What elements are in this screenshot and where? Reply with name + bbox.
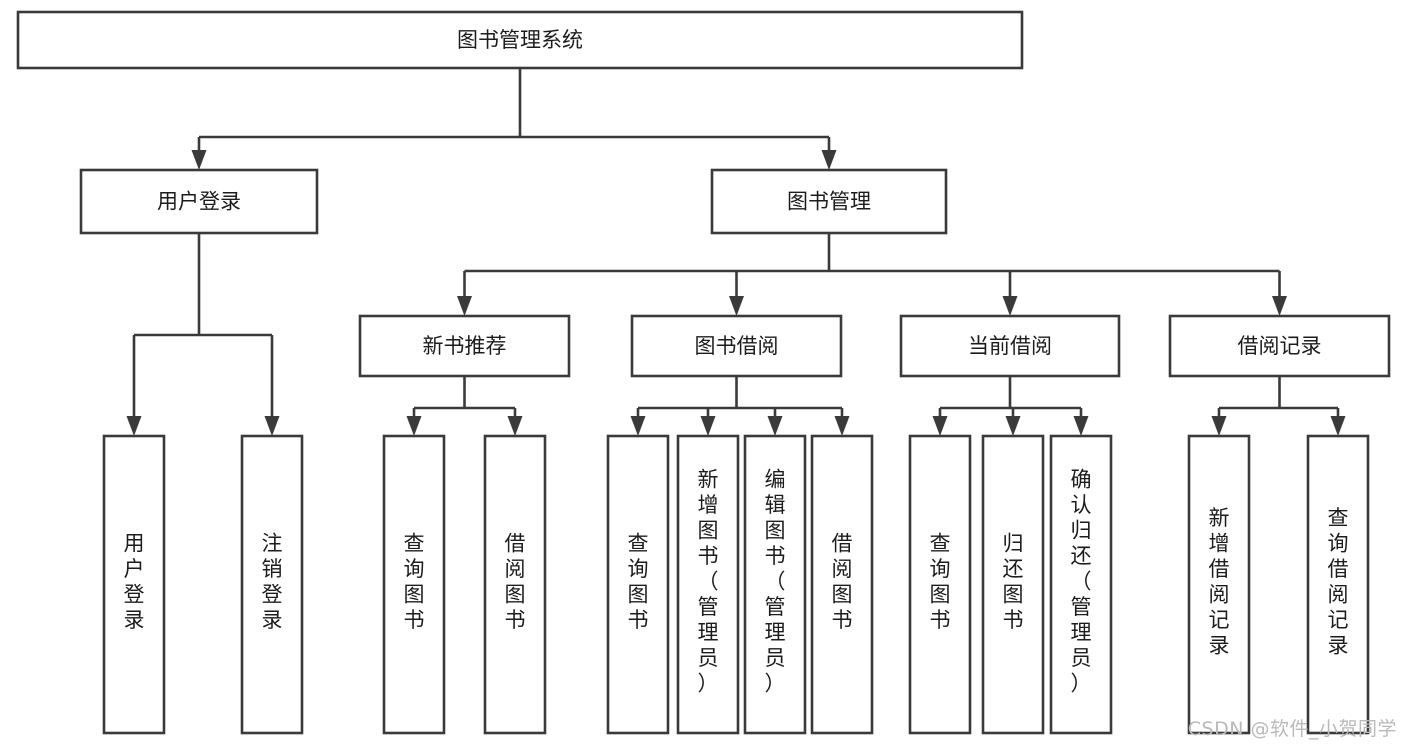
node-leaf-borrow-book-1-label: 借阅图书 [505, 531, 526, 632]
node-leaf-query-record[interactable]: 查询借阅记录 [1306, 434, 1370, 735]
node-root-system-box[interactable] [16, 10, 1024, 70]
node-leaf-query-book-3-label: 查询图书 [930, 531, 951, 632]
node-leaf-user-login[interactable]: 用户登录 [102, 434, 166, 735]
node-leaf-add-record-box[interactable] [1187, 434, 1251, 735]
node-leaf-query-book-2-box[interactable] [606, 434, 670, 735]
node-borrow-record[interactable]: 借阅记录 [1168, 314, 1391, 378]
node-leaf-borrow-book-1-box[interactable] [483, 434, 547, 735]
node-leaf-borrow-book-2-box[interactable] [810, 434, 874, 735]
node-leaf-add-book[interactable]: 新增图书（管理员） [676, 434, 740, 735]
node-leaf-confirm-return-label: 确认归还（管理员） [1071, 468, 1092, 696]
node-leaf-add-book-box[interactable] [676, 434, 740, 735]
node-user-login-box[interactable] [79, 168, 319, 235]
node-leaf-query-record-label: 查询借阅记录 [1328, 506, 1349, 658]
node-leaf-logout-login-box[interactable] [240, 434, 304, 735]
node-leaf-borrow-book-2-label: 借阅图书 [832, 531, 853, 632]
node-borrow-record-box[interactable] [1168, 314, 1391, 378]
node-leaf-logout-login[interactable]: 注销登录 [240, 434, 304, 735]
node-new-book-recommend[interactable]: 新书推荐 [358, 314, 571, 378]
node-root-system[interactable]: 图书管理系统 [16, 10, 1024, 70]
node-leaf-query-book-3[interactable]: 查询图书 [908, 434, 972, 735]
node-user-login[interactable]: 用户登录 [79, 168, 319, 235]
csdn-watermark: CSDN @软件_小贺同学 [1187, 718, 1397, 740]
node-leaf-add-book-label: 新增图书（管理员） [698, 468, 719, 696]
node-leaf-query-book-1-box[interactable] [382, 434, 446, 735]
node-leaf-query-book-1-label: 查询图书 [404, 531, 425, 632]
node-leaf-confirm-return[interactable]: 确认归还（管理员） [1049, 434, 1113, 735]
node-leaf-return-book[interactable]: 归还图书 [981, 434, 1045, 735]
node-leaf-user-login-label: 用户登录 [124, 531, 145, 632]
node-current-borrow[interactable]: 当前借阅 [899, 314, 1121, 378]
node-leaf-edit-book-box[interactable] [743, 434, 807, 735]
node-user-login-label: 用户登录 [157, 190, 241, 214]
node-new-book-recommend-label: 新书推荐 [423, 334, 507, 358]
connectors-layer [126, 68, 1346, 436]
node-current-borrow-label: 当前借阅 [968, 334, 1052, 358]
node-root-system-label: 图书管理系统 [457, 28, 583, 52]
node-book-manage-box[interactable] [710, 168, 948, 235]
node-borrow-record-label: 借阅记录 [1238, 334, 1322, 358]
node-leaf-user-login-box[interactable] [102, 434, 166, 735]
node-book-manage[interactable]: 图书管理 [710, 168, 948, 235]
node-leaf-query-book-1[interactable]: 查询图书 [382, 434, 446, 735]
node-leaf-edit-book[interactable]: 编辑图书（管理员） [743, 434, 807, 735]
node-new-book-recommend-box[interactable] [358, 314, 571, 378]
node-current-borrow-box[interactable] [899, 314, 1121, 378]
node-leaf-borrow-book-1[interactable]: 借阅图书 [483, 434, 547, 735]
node-leaf-add-record[interactable]: 新增借阅记录 [1187, 434, 1251, 735]
node-book-borrow-label: 图书借阅 [695, 334, 779, 358]
node-leaf-query-book-3-box[interactable] [908, 434, 972, 735]
node-leaf-confirm-return-box[interactable] [1049, 434, 1113, 735]
boxes-layer: 图书管理系统用户登录图书管理新书推荐图书借阅当前借阅借阅记录用户登录注销登录查询… [16, 10, 1391, 735]
node-book-manage-label: 图书管理 [787, 190, 871, 214]
node-leaf-query-book-2-label: 查询图书 [628, 531, 649, 632]
node-book-borrow[interactable]: 图书借阅 [630, 314, 843, 378]
node-leaf-edit-book-label: 编辑图书（管理员） [765, 468, 786, 696]
node-book-borrow-box[interactable] [630, 314, 843, 378]
node-leaf-logout-login-label: 注销登录 [262, 531, 283, 632]
node-leaf-borrow-book-2[interactable]: 借阅图书 [810, 434, 874, 735]
node-leaf-return-book-label: 归还图书 [1003, 531, 1024, 632]
node-leaf-add-record-label: 新增借阅记录 [1209, 506, 1230, 658]
node-leaf-return-book-box[interactable] [981, 434, 1045, 735]
node-leaf-query-record-box[interactable] [1306, 434, 1370, 735]
node-leaf-query-book-2[interactable]: 查询图书 [606, 434, 670, 735]
